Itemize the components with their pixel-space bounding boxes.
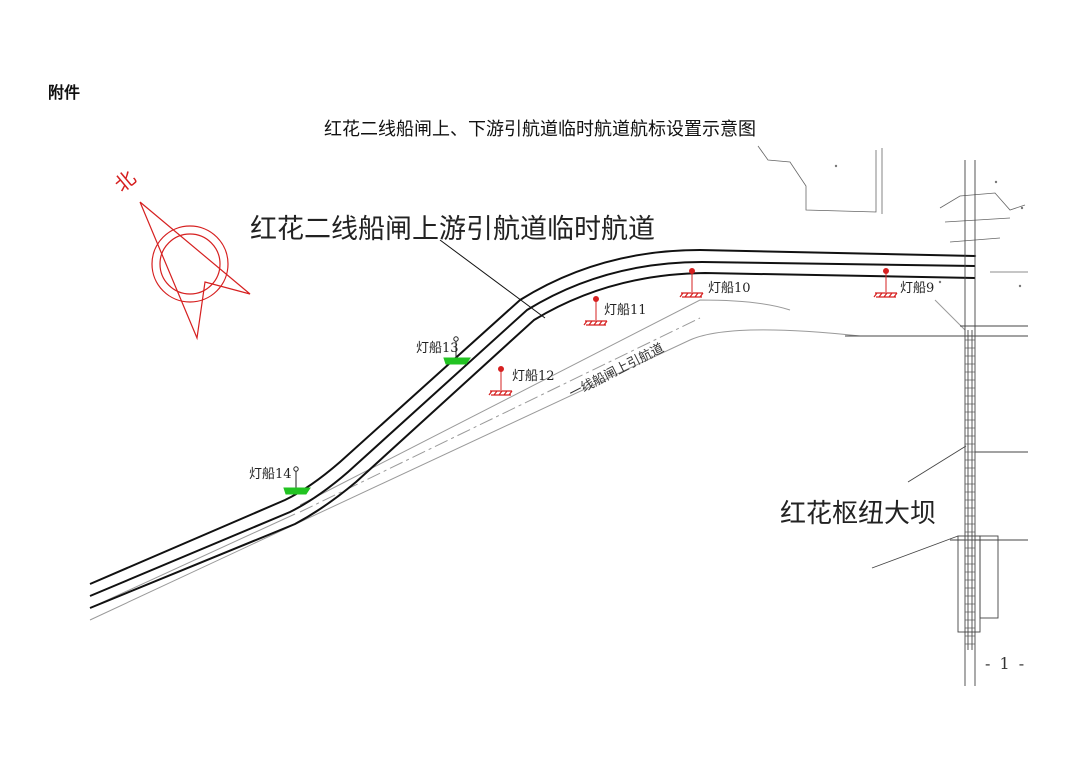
light-boat-label: 灯船9 (900, 281, 934, 296)
old-channel-label: 一线船闸上引航道 (567, 340, 667, 401)
light-boat-5: 灯船13 (416, 336, 471, 365)
channel-centerline (299, 317, 701, 513)
buoy-base-icon (443, 357, 471, 365)
temporary-channel-lines (89, 248, 976, 609)
dam-label: 红花枢纽大坝 (780, 499, 936, 529)
light-boat-label: 灯船11 (604, 303, 647, 318)
dam-hatching (965, 339, 975, 645)
buoy-base-icon (873, 292, 898, 298)
buoy-light-icon (689, 268, 695, 274)
buoy-base-icon (583, 320, 608, 326)
buoy-light-icon (453, 336, 459, 342)
buoy-base-icon (488, 390, 513, 396)
buoy-base-icon (679, 292, 704, 298)
buoy-light-icon (293, 466, 299, 472)
attachment-label: 附件 (48, 83, 81, 102)
dam-structure (845, 160, 1028, 686)
light-boat-label: 灯船10 (708, 281, 751, 296)
map-detail-dots (834, 164, 1024, 288)
light-boat-label: 灯船12 (512, 369, 555, 384)
light-boats: 灯船9 灯船10 灯船11 灯船12 灯船13 灯船14 (249, 268, 934, 495)
temp-channel-label: 红花二线船闸上游引航道临时航道 (250, 214, 655, 245)
temp-channel-leader-line (439, 239, 546, 319)
light-boat-2: 灯船10 (679, 268, 751, 298)
buoy-light-icon (883, 268, 889, 274)
light-boat-4: 灯船12 (488, 366, 555, 396)
light-boat-6: 灯船14 (249, 466, 311, 495)
light-boat-3: 灯船11 (583, 296, 647, 326)
map-detail-top (757, 145, 1028, 273)
north-arrow-icon (139, 201, 251, 341)
page-number: - 1 - (985, 654, 1027, 673)
buoy-base-icon (283, 487, 311, 495)
light-boat-label: 灯船14 (249, 467, 292, 482)
buoy-light-icon (498, 366, 504, 372)
light-boat-1: 灯船9 (873, 268, 934, 298)
document-title: 红花二线船闸上、下游引航道临时航道航标设置示意图 (324, 119, 756, 140)
light-boat-label: 灯船13 (416, 341, 459, 356)
old-channel-lines (89, 299, 1028, 621)
buoy-light-icon (593, 296, 599, 302)
north-label: 北 (110, 166, 141, 197)
